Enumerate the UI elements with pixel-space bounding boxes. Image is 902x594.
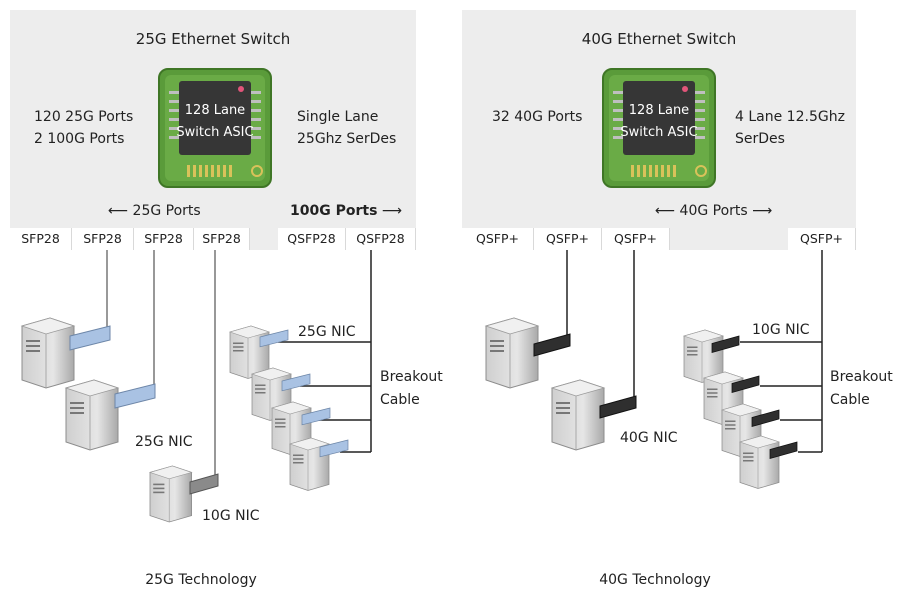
server-icon (149, 465, 193, 523)
breakout-cable-label-40g: Breakout Cable (830, 366, 893, 412)
nic-25g-label-b: 25G NIC (135, 434, 193, 450)
ports-count-40g: 32 40G Ports (492, 109, 583, 125)
chip-line1-40g: 128 Lane (628, 103, 690, 118)
arrow-100g-ports: 100G Ports ⟶ (290, 203, 402, 219)
chip-line2: Switch ASIC (176, 125, 254, 140)
serdes-line2: 25Ghz SerDes (297, 131, 397, 147)
nic-25g-icon (69, 325, 111, 351)
chip-label-25g: 128 Lane Switch ASIC (176, 100, 253, 144)
breakout-line2: Cable (380, 392, 420, 408)
nic-40g-icon (533, 333, 571, 357)
nic-25g-label-a: 25G NIC (298, 324, 356, 340)
arrow-40g-ports: ⟵ 40G Ports ⟶ (655, 203, 772, 219)
serdes-line2-40g: SerDes (735, 131, 785, 147)
switch-asic-chip-icon (158, 68, 272, 188)
chip-line1: 128 Lane (184, 103, 246, 118)
port-qsfp28-2: QSFP28 (346, 228, 416, 250)
ports-count-25g: 120 25G Ports 2 100G Ports (34, 106, 133, 150)
arrow-right-icon-40g: ⟶ (747, 203, 773, 219)
ports-line2: 2 100G Ports (34, 131, 125, 147)
breakout-line2-40g: Cable (830, 392, 870, 408)
arrow-25g-ports: ⟵ 25G Ports (108, 203, 201, 219)
arrow-right-icon: ⟶ (377, 203, 402, 219)
port-qsfp-1: QSFP+ (462, 228, 534, 250)
chip-line2-40g: Switch ASIC (620, 125, 698, 140)
nic-25g-icon (114, 383, 156, 409)
caption-25g: 25G Technology (145, 572, 257, 588)
server-icon (21, 317, 75, 389)
nic-40g-icon (599, 395, 637, 419)
port-qsfp-3: QSFP+ (602, 228, 670, 250)
arrow-25g-label: 25G Ports (132, 203, 201, 219)
switch-title-25g: 25G Ethernet Switch (135, 30, 291, 48)
serdes-40g: 4 Lane 12.5Ghz SerDes (735, 106, 845, 150)
nic-10g-label-40g: 10G NIC (752, 322, 810, 338)
arrow-left-icon: ⟵ (108, 203, 133, 219)
server-icon (551, 379, 605, 451)
breakout-line1: Breakout (380, 369, 443, 385)
arrow-40g-label: 40G Ports (679, 203, 748, 219)
serdes-25g: Single Lane 25Ghz SerDes (297, 106, 396, 150)
port-sfp28-2: SFP28 (72, 228, 134, 250)
server-icon (739, 435, 780, 489)
server-icon (65, 379, 119, 451)
arrow-100g-label: 100G Ports (290, 203, 378, 219)
nic-10g-label: 10G NIC (202, 508, 260, 524)
arrow-left-icon-40g: ⟵ (655, 203, 680, 219)
port-sfp28-4: SFP28 (194, 228, 250, 250)
chip-label-40g: 128 Lane Switch ASIC (620, 100, 697, 144)
nic-10g-icon (189, 473, 219, 495)
port-qsfp-4: QSFP+ (788, 228, 856, 250)
ports-line1: 120 25G Ports (34, 109, 134, 125)
serdes-line1-40g: 4 Lane 12.5Ghz (735, 109, 845, 125)
nic-40g-label: 40G NIC (620, 430, 678, 446)
caption-40g: 40G Technology (599, 572, 711, 588)
server-icon (485, 317, 539, 389)
port-qsfp28-1: QSFP28 (278, 228, 346, 250)
breakout-cable-label-25g: Breakout Cable (380, 366, 443, 412)
serdes-line1: Single Lane (297, 109, 379, 125)
breakout-line1-40g: Breakout (830, 369, 893, 385)
port-qsfp-2: QSFP+ (534, 228, 602, 250)
switch-title-40g: 40G Ethernet Switch (581, 30, 737, 48)
switch-asic-chip-icon-40g (602, 68, 716, 188)
port-sfp28-1: SFP28 (10, 228, 72, 250)
port-sfp28-3: SFP28 (134, 228, 194, 250)
